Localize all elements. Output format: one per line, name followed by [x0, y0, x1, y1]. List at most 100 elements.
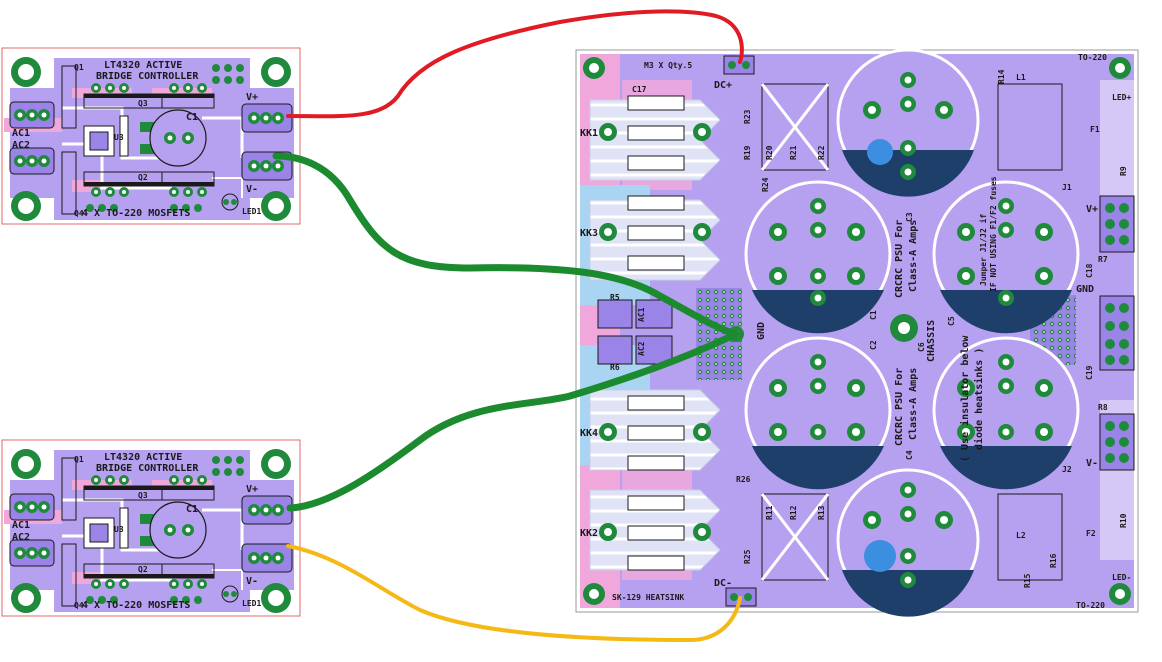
- wire-yellow-vminus: [286, 544, 742, 643]
- to220-bottom-label: TO-220: [1076, 601, 1105, 610]
- j1-label: J1: [1062, 183, 1072, 192]
- insulator-note-2: diode heatsinks ): [973, 348, 985, 450]
- f1-label: F1: [1090, 125, 1100, 134]
- bridge-bottom-ac1: AC1: [12, 520, 30, 531]
- capacitor-c2: [744, 336, 892, 490]
- c6-label: C6: [917, 342, 926, 352]
- r22-label: R22: [817, 145, 826, 160]
- kk1-label: KK1: [580, 128, 598, 139]
- to220-top-label: TO-220: [1078, 53, 1107, 62]
- bridge-bottom-c1: C1: [186, 504, 198, 515]
- r14-label: R14: [997, 69, 1006, 84]
- capacitor-c-bottom: [836, 468, 980, 617]
- kk2-label: KK2: [580, 528, 598, 539]
- wire-red-vplus: [286, 9, 744, 119]
- c17-label: C17: [632, 85, 647, 94]
- r13-label: R13: [817, 505, 826, 520]
- bridge-bottom-title-1: LT4320 ACTIVE: [104, 452, 182, 463]
- jumper-note-1: Jumper J1/J2 if: [978, 214, 988, 286]
- m3-note: M3 X Qty.5: [644, 61, 692, 70]
- bridge-top-q1: Q1: [74, 63, 84, 72]
- bridge-top-ac1: AC1: [12, 128, 30, 139]
- l2-label: L2: [1016, 531, 1026, 540]
- heatsink-label: SK-129 HEATSINK: [612, 593, 684, 602]
- vminus-out-label: V-: [1086, 458, 1098, 469]
- bridge-board-bottom: LT4320 ACTIVE BRIDGE CONTROLLER 4 X TO-2…: [0, 438, 302, 618]
- dc-plus-header: [723, 55, 755, 75]
- r10-label: R10: [1119, 513, 1128, 528]
- bridge-bottom-q4: Q4: [74, 601, 84, 610]
- r6-label: R6: [610, 363, 620, 372]
- r19-label: R19: [743, 145, 752, 160]
- c4-label: C4: [905, 450, 914, 460]
- r16-label: R16: [1049, 553, 1058, 568]
- bridge-bottom-ac2: AC2: [12, 532, 30, 543]
- capacitor-c-top: [836, 48, 980, 197]
- bridge-top-ac2: AC2: [12, 140, 30, 151]
- wire-green-bottom-vplus: [286, 330, 740, 512]
- dc-minus-label: DC-: [714, 578, 732, 589]
- insulator-note-1: ( Use insulator below: [959, 335, 971, 462]
- bridge-board-top: LT4320 ACTIVE BRIDGE CONTROLLER 4 X TO-2…: [0, 46, 302, 226]
- heatsink-holes: [599, 123, 711, 541]
- vplus-out-label: V+: [1086, 204, 1098, 215]
- ac1-label: AC1: [637, 307, 646, 322]
- recycle-icon: [867, 139, 893, 165]
- r9-label: R9: [1119, 166, 1128, 176]
- r24-label: R24: [761, 177, 770, 192]
- led-plus-label: LED+: [1112, 93, 1131, 102]
- c2-label: C2: [869, 340, 878, 350]
- chassis-label: CHASSIS: [926, 320, 937, 362]
- bridge-bottom-led: LED1: [242, 599, 261, 608]
- bridge-top-u3: U3: [114, 133, 124, 142]
- r7-label: R7: [1098, 255, 1108, 264]
- capacitor-c1: [744, 180, 892, 334]
- kk4-label: KK4: [580, 428, 598, 439]
- bridge-bottom-footer: 4 X TO-220 MOSFETS: [82, 600, 190, 611]
- l1-label: L1: [1016, 73, 1026, 82]
- jumper-note-2: IF NOT USING F1/F2 fuses: [989, 176, 998, 292]
- crcrc-bottom-line2: Class-A Amps: [908, 368, 919, 440]
- bridge-bottom-u3: U3: [114, 525, 124, 534]
- dc-plus-label: DC+: [714, 80, 732, 91]
- bridge-top-footer: 4 X TO-220 MOSFETS: [82, 208, 190, 219]
- ac2-label: AC2: [637, 341, 646, 356]
- r8-label: R8: [1098, 403, 1108, 412]
- bridge-top-c1: C1: [186, 112, 198, 123]
- f2-label: F2: [1086, 529, 1096, 538]
- c18-label: C18: [1085, 263, 1094, 278]
- crcrc-bottom-line1: CRCRC PSU For: [894, 368, 905, 446]
- capacitor-c5: [932, 180, 1080, 334]
- bridge-bottom-q3: Q3: [138, 491, 148, 500]
- bridge-top-title-2: BRIDGE CONTROLLER: [96, 71, 199, 82]
- c5-label: C5: [947, 316, 956, 326]
- r25-label: R25: [743, 549, 752, 564]
- crcrc-top-line2: Class-A Amps: [908, 220, 919, 292]
- c1-label: C1: [869, 310, 878, 320]
- r23-label: R23: [743, 109, 752, 124]
- kk3-label: KK3: [580, 228, 598, 239]
- crcrc-top-line1: CRCRC PSU For: [894, 220, 905, 298]
- j2-label: J2: [1062, 465, 1072, 474]
- r12-label: R12: [789, 505, 798, 520]
- bridge-top-q2: Q2: [138, 173, 148, 182]
- bridge-top-vplus: V+: [246, 92, 258, 103]
- psu-board: M3 X Qty.5 DC+ DC- SK-129 HEATSINK KK1 K…: [575, 48, 1139, 617]
- lion-logo-icon: [864, 540, 896, 572]
- capacitor-c6: [932, 336, 1080, 490]
- gnd-left-label: GND: [756, 322, 767, 340]
- r5-label: R5: [610, 293, 620, 302]
- bridge-top-q4: Q4: [74, 209, 84, 218]
- bridge-top-led: LED1: [242, 207, 261, 216]
- led-minus-label: LED-: [1112, 573, 1131, 582]
- bridge-top-title-1: LT4320 ACTIVE: [104, 60, 182, 71]
- bridge-bottom-title-2: BRIDGE CONTROLLER: [96, 463, 199, 474]
- bridge-top-vminus: V-: [246, 184, 258, 195]
- bridge-bottom-q2: Q2: [138, 565, 148, 574]
- r15-label: R15: [1023, 573, 1032, 588]
- r21-label: R21: [789, 145, 798, 160]
- c3-label: C3: [905, 212, 914, 222]
- r11-label: R11: [765, 505, 774, 520]
- c19-label: C19: [1085, 365, 1094, 380]
